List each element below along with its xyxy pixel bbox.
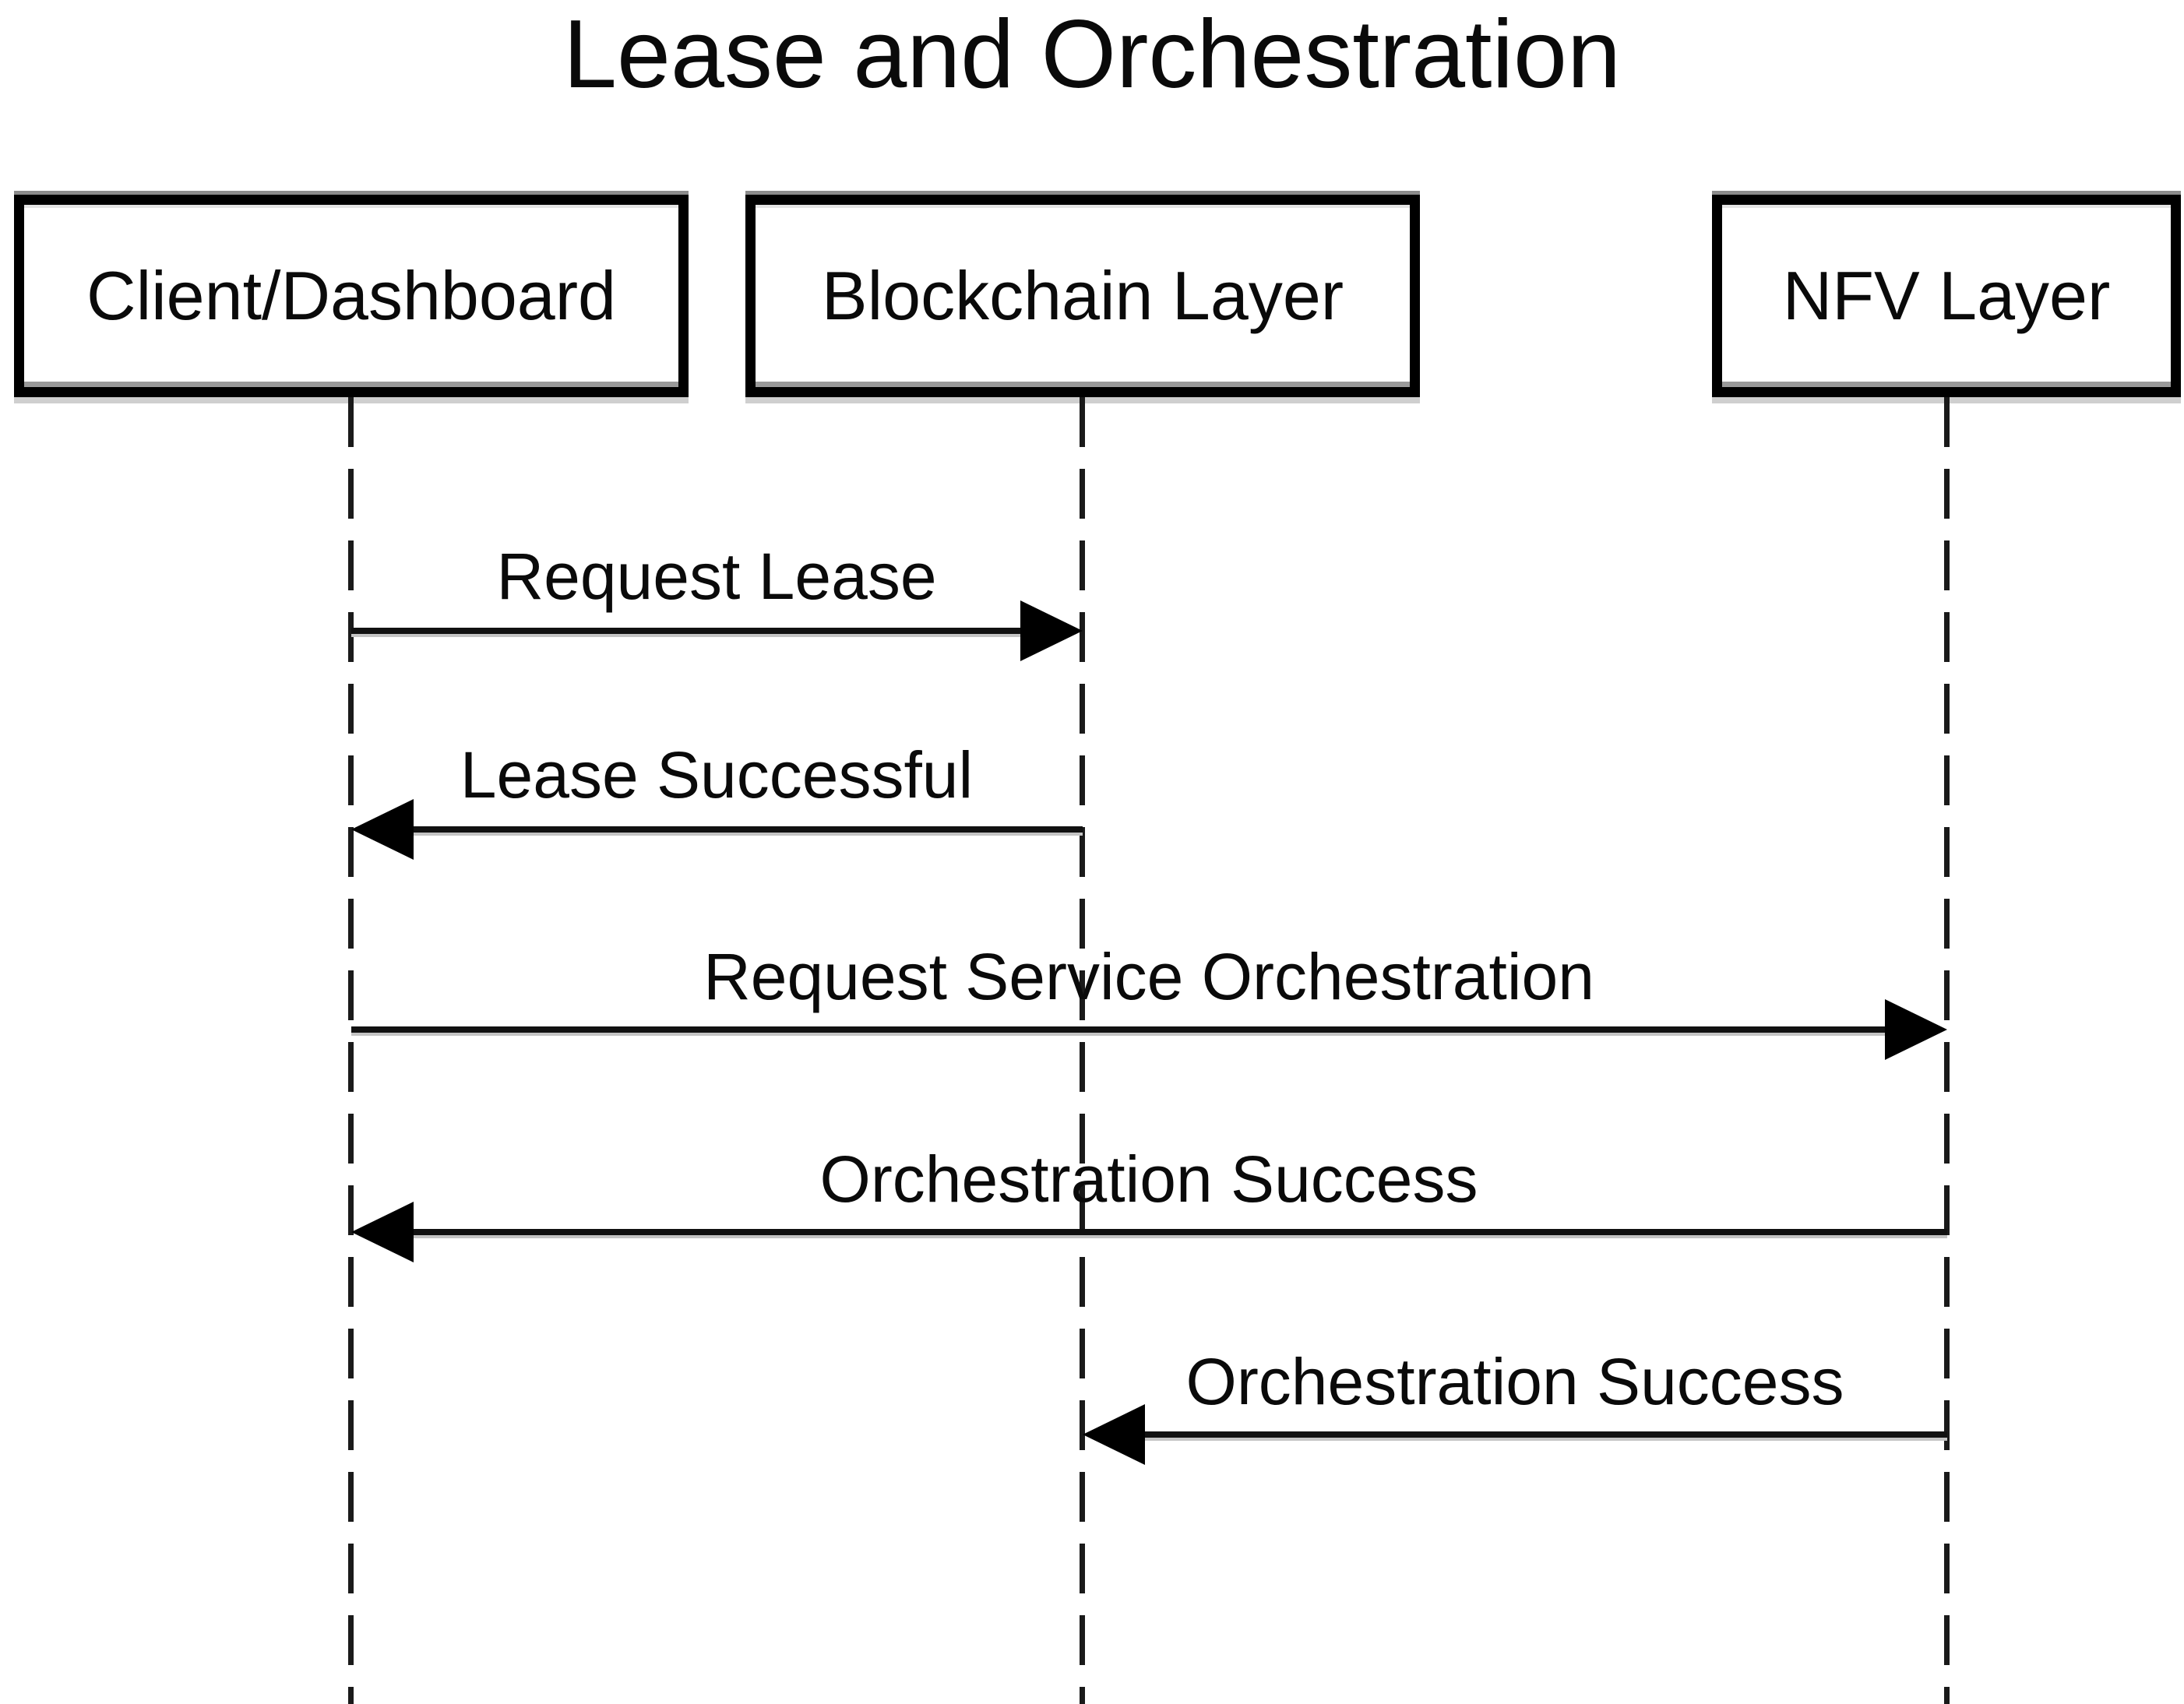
arrow-right-icon xyxy=(1020,600,1083,661)
lifeline-client-dashboard xyxy=(348,397,354,1704)
message-line-request-lease xyxy=(351,628,1028,634)
actor-label-nfv-layer: NFV Layer xyxy=(1782,257,2111,334)
diagram-title: Lease and Orchestration xyxy=(563,1,1621,108)
actor-box-nfv-layer: NFV Layer xyxy=(1712,195,2181,397)
message-label-request-lease: Request Lease xyxy=(496,540,937,613)
message-line-orchestration-success-to-client xyxy=(409,1229,1947,1235)
actor-box-client-dashboard: Client/Dashboard xyxy=(14,195,689,397)
arrow-right-icon xyxy=(1885,999,1947,1060)
message-label-lease-successful: Lease Successful xyxy=(460,738,974,812)
actor-label-client-dashboard: Client/Dashboard xyxy=(86,257,616,334)
message-label-orchestration-success-to-client: Orchestration Success xyxy=(819,1142,1478,1216)
lifeline-blockchain-layer xyxy=(1080,397,1085,1704)
message-label-orchestration-success-to-blockchain: Orchestration Success xyxy=(1185,1345,1844,1418)
arrow-left-icon xyxy=(351,799,414,860)
message-line-request-service-orchestration xyxy=(351,1026,1893,1033)
message-line-orchestration-success-to-blockchain xyxy=(1140,1431,1947,1438)
actor-label-blockchain-layer: Blockchain Layer xyxy=(821,257,1344,334)
actor-box-blockchain-layer: Blockchain Layer xyxy=(745,195,1420,397)
arrow-left-icon xyxy=(1083,1404,1145,1465)
message-label-request-service-orchestration: Request Service Orchestration xyxy=(703,940,1594,1013)
arrow-left-icon xyxy=(351,1202,414,1262)
message-line-lease-successful xyxy=(409,826,1083,833)
